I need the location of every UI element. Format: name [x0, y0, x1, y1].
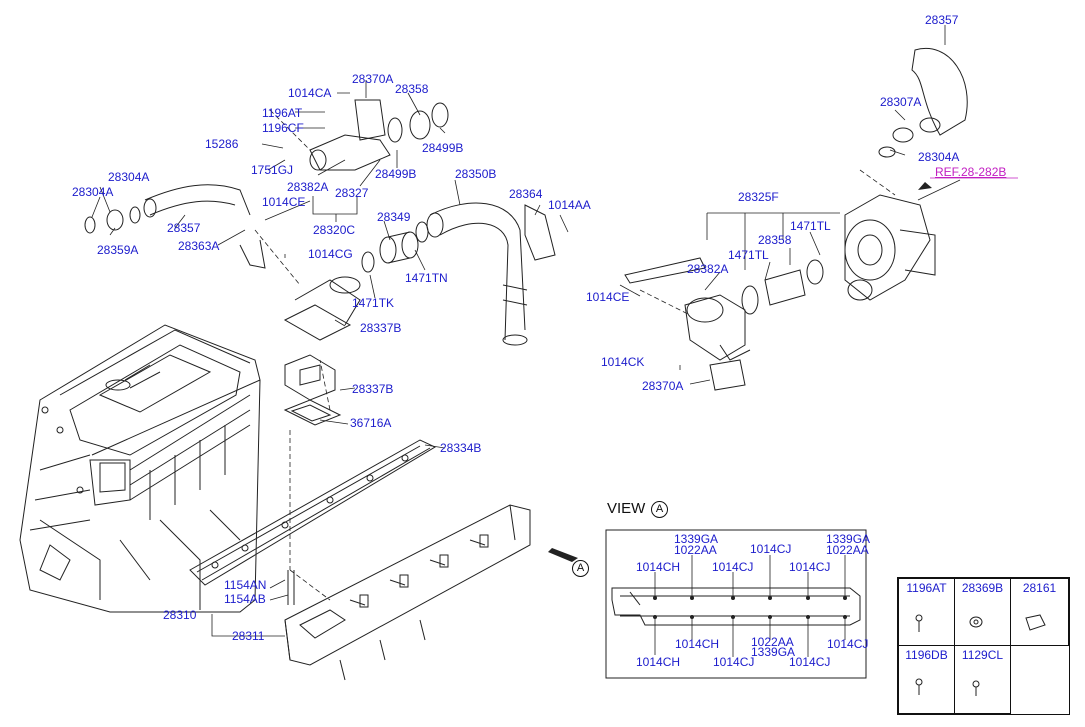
view-marker: A — [651, 501, 668, 518]
elbow-28382a-drawing — [624, 257, 824, 391]
engine-block-drawing — [19, 324, 261, 613]
stud-drawing — [287, 570, 295, 605]
view-label-1014cj-t2: 1014CJ — [712, 560, 754, 574]
label-28370a-right: 28370A — [642, 379, 684, 393]
label-1014ca: 1014CA — [288, 86, 332, 100]
label-28337b-b: 28337B — [352, 382, 394, 396]
view-label-1339ga-bottom: 1339GA — [751, 645, 796, 659]
sleeves-center-drawing — [361, 221, 429, 273]
view-label-1014ch-b2: 1014CH — [636, 655, 681, 669]
adapter-lower-drawing — [283, 354, 342, 426]
view-label-1014cj-b2: 1014CJ — [713, 655, 755, 669]
label-28325f: 28325F — [738, 190, 779, 204]
view-label-1014cj-t3: 1014CJ — [789, 560, 831, 574]
view-label-1014cj-b3: 1014CJ — [789, 655, 831, 669]
pipe-28357-left-drawing — [84, 184, 266, 269]
view-a-box — [605, 529, 867, 679]
view-label-1014ch-b1: 1014CH — [675, 637, 720, 651]
label-28327: 28327 — [335, 186, 369, 200]
ref-arrow-icon — [918, 182, 932, 190]
view-a-bolts — [653, 596, 847, 619]
adapter-upper-drawing — [283, 276, 361, 341]
view-arrow-marker: A — [572, 560, 589, 577]
label-28359a: 28359A — [97, 243, 139, 257]
elbow-28327-drawing — [309, 99, 449, 171]
ref-link[interactable]: REF.28-282B — [935, 165, 1007, 179]
label-1196cf: 1196CF — [262, 121, 304, 135]
parts-cell-label: 28369B — [961, 581, 1004, 595]
parts-cell-label: 1196DB — [905, 648, 948, 662]
label-1014ce-top: 1014CE — [262, 195, 306, 209]
label-28304a-1: 28304A — [108, 170, 150, 184]
label-28363a: 28363A — [178, 239, 220, 253]
view-label-1022aa-right: 1022AA — [826, 543, 869, 557]
view-label-1022aa-left: 1022AA — [674, 543, 717, 557]
label-28357-mid: 28357 — [167, 221, 201, 235]
turbo-drawing — [844, 194, 936, 301]
view-label-1339ga-right: 1339GA — [826, 532, 871, 546]
parts-cell-1129cl: 1129CL — [954, 645, 1011, 714]
label-28370a-top: 28370A — [352, 72, 394, 86]
label-1014ce-right: 1014CE — [586, 290, 630, 304]
bracket-28364-drawing — [524, 204, 556, 261]
label-28304a-right: 28304A — [918, 150, 960, 164]
view-a-leaders — [654, 555, 846, 657]
label-28499b-a: 28499B — [422, 141, 464, 155]
parts-table-icons — [915, 614, 1046, 696]
label-28320c: 28320C — [313, 223, 356, 237]
label-28310: 28310 — [163, 608, 197, 622]
label-28357-top: 28357 — [925, 13, 959, 27]
label-1471tn: 1471TN — [405, 271, 448, 285]
label-1196at: 1196AT — [262, 106, 303, 120]
view-label-1014cj-b1: 1014CJ — [827, 637, 869, 651]
view-label-1014ch-top: 1014CH — [636, 560, 681, 574]
parts-cell-label: 28161 — [1022, 581, 1057, 595]
parts-table: 1196AT 28369B 28161 1196DB 1129CL — [897, 577, 1070, 715]
label-28337b-a: 28337B — [360, 321, 402, 335]
view-arrow-icon — [548, 548, 578, 562]
label-1014ck: 1014CK — [601, 355, 645, 369]
view-label-1339ga-left: 1339GA — [674, 532, 719, 546]
label-1014aa: 1014AA — [548, 198, 591, 212]
parts-cell-label: 1129CL — [961, 648, 1004, 662]
label-28382a-top: 28382A — [287, 180, 329, 194]
label-1471tk: 1471TK — [352, 296, 395, 310]
exhaust-manifold-drawing — [284, 504, 531, 681]
label-1014cg: 1014CG — [308, 247, 353, 261]
label-28499b-b: 28499B — [375, 167, 417, 181]
label-28358-right: 28358 — [758, 233, 792, 247]
view-label-1022aa-bottom: 1022AA — [751, 635, 794, 649]
label-28349: 28349 — [377, 210, 411, 224]
label-1471tl-b: 1471TL — [728, 248, 769, 262]
label-28350b: 28350B — [455, 167, 497, 181]
label-28307a: 28307A — [880, 95, 922, 109]
label-36716a: 36716A — [350, 416, 392, 430]
leader-lines — [91, 25, 961, 637]
label-1471tl-a: 1471TL — [790, 219, 831, 233]
parts-cell-28369b: 28369B — [954, 578, 1011, 646]
label-15286: 15286 — [205, 137, 239, 151]
label-28311: 28311 — [232, 629, 265, 643]
label-28358-top: 28358 — [395, 82, 429, 96]
view-label-1014cj-t1: 1014CJ — [750, 542, 792, 556]
label-28382a-right: 28382A — [687, 262, 729, 276]
label-28364: 28364 — [509, 187, 543, 201]
parts-cell-1196at: 1196AT — [898, 578, 955, 646]
label-1154an: 1154AN — [224, 578, 267, 592]
label-28334b: 28334B — [440, 441, 482, 455]
pipe-28350b-drawing — [426, 202, 528, 346]
parts-cell-28161: 28161 — [1010, 578, 1069, 646]
manifold-gasket-drawing — [189, 439, 437, 586]
label-1751gj: 1751GJ — [251, 163, 294, 177]
pipe-28357-right-drawing — [878, 48, 968, 158]
view-title: VIEW — [607, 500, 646, 517]
label-28304a-2: 28304A — [72, 185, 114, 199]
parts-cell-label: 1196AT — [906, 581, 947, 595]
label-1154ab: 1154AB — [224, 592, 266, 606]
parts-cell-1196db: 1196DB — [898, 645, 955, 714]
